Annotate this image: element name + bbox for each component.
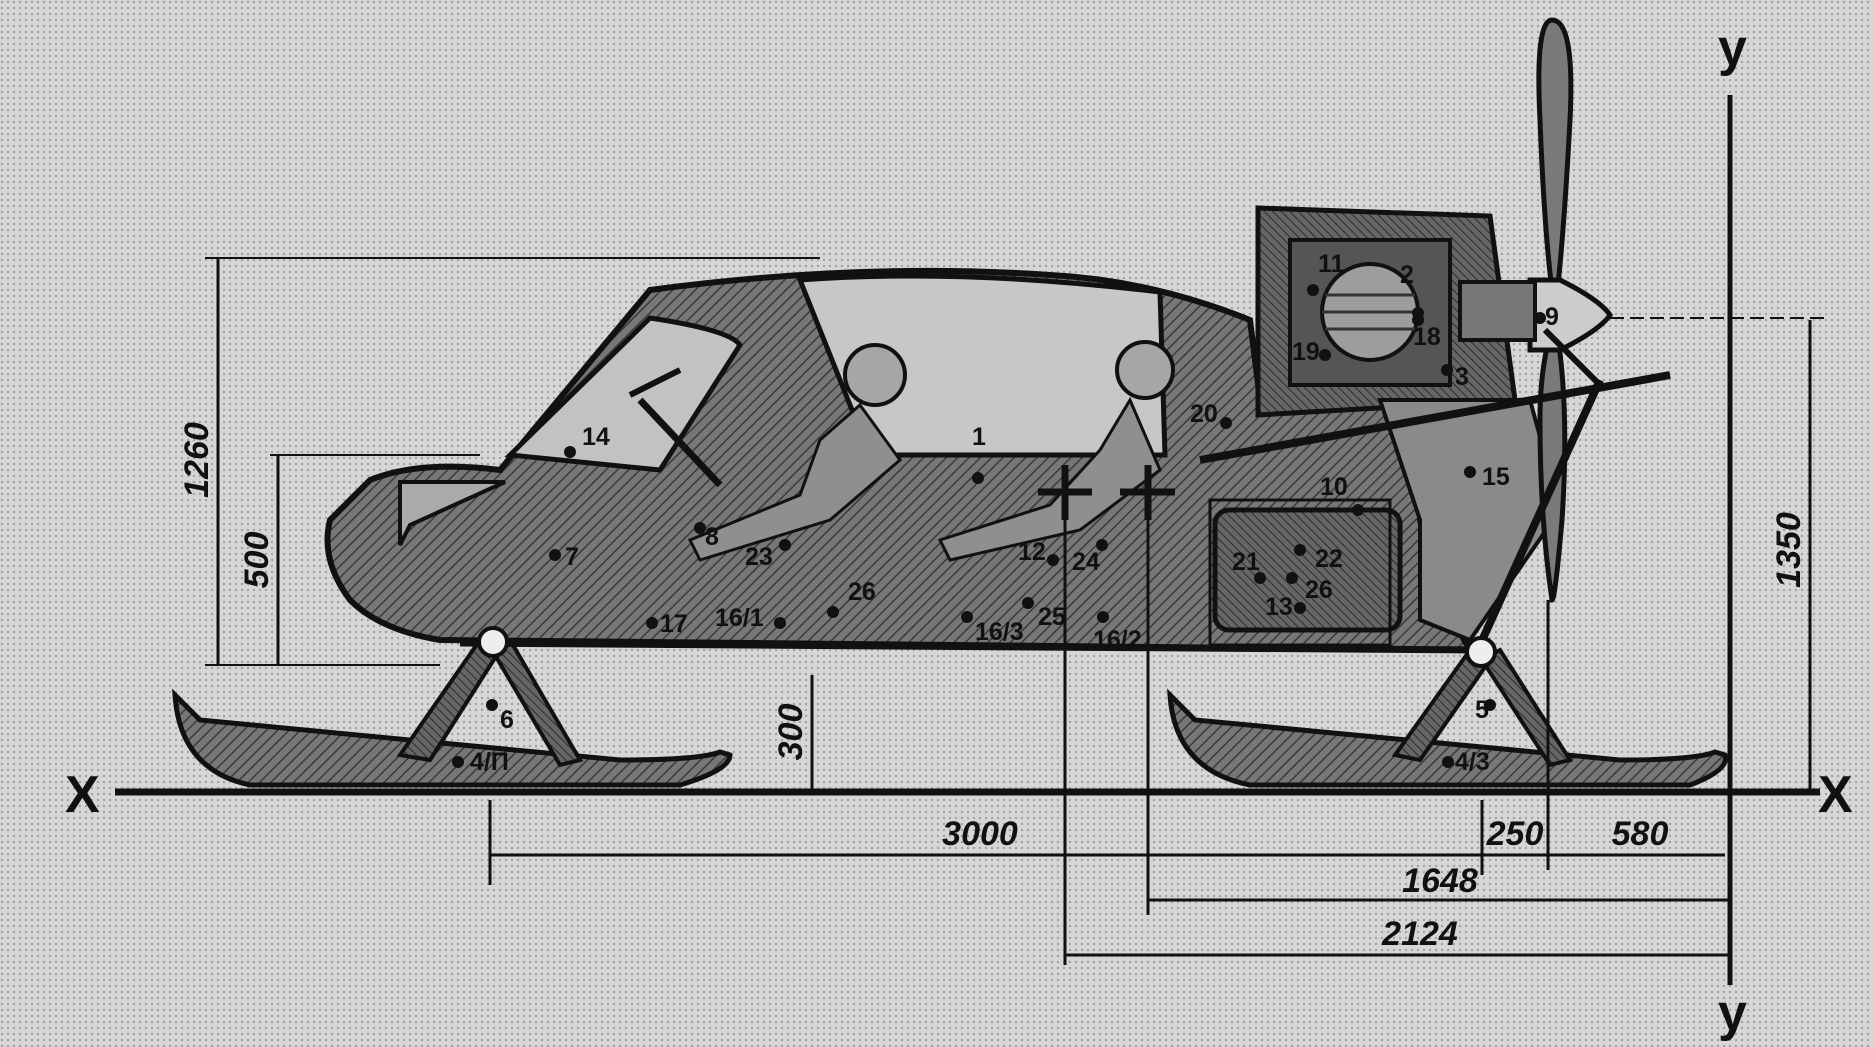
- callout-label-c20: 20: [1190, 400, 1218, 428]
- callout-label-c3: 3: [1455, 363, 1469, 391]
- prop-support-2: [1476, 378, 1604, 647]
- dim-1260-label: 1260: [178, 422, 216, 498]
- propeller-shaft: [1458, 280, 1537, 342]
- dim-3000-label: 3000: [942, 815, 1018, 853]
- driver-head: [843, 343, 907, 407]
- callout-dot-c8: [694, 522, 706, 534]
- callout-dot-c19: [1319, 349, 1331, 361]
- callout-label-c5: 5: [1475, 696, 1489, 724]
- callout-dot-c24: [1096, 539, 1108, 551]
- dim-1648-label: 1648: [1402, 862, 1478, 900]
- callout-dot-c25: [1022, 597, 1034, 609]
- dim-1350-label: 1350: [1770, 512, 1808, 588]
- callout-label-c15: 15: [1482, 463, 1510, 491]
- callout-label-c13: 13: [1265, 593, 1293, 621]
- rear-ski: [1167, 688, 1729, 788]
- callout-dot-c161: [774, 617, 786, 629]
- callout-dot-c43: [1442, 756, 1454, 768]
- callout-label-c17: 17: [660, 610, 688, 638]
- callout-label-c12: 12: [1018, 538, 1046, 566]
- canopy-window: [796, 273, 1168, 458]
- callout-dot-c1: [972, 472, 984, 484]
- cg-marker-front: [1038, 465, 1092, 520]
- steering-wheel: [628, 367, 682, 398]
- callout-label-c23: 23: [745, 543, 773, 571]
- callout-label-c19: 19: [1292, 338, 1320, 366]
- callout-label-c10: 10: [1320, 473, 1348, 501]
- callout-label-c25: 25: [1038, 603, 1066, 631]
- callout-dot-c13: [1294, 602, 1306, 614]
- callout-label-c14: 14: [582, 423, 610, 451]
- callout-dot-c20: [1220, 417, 1232, 429]
- callout-dot-c6: [486, 699, 498, 711]
- callout-label-c162: 16/2: [1093, 626, 1142, 654]
- axis-x-left-label: X: [65, 766, 100, 824]
- dim-2124-label: 2124: [1381, 915, 1458, 953]
- callout-dot-c18: [1412, 314, 1424, 326]
- frame-rail: [459, 639, 1481, 654]
- callout-label-c8: 8: [705, 523, 719, 551]
- callout-dot-c12: [1047, 554, 1059, 566]
- axis-y-bottom-label: y: [1718, 984, 1747, 1042]
- callout-dot-c162: [1097, 611, 1109, 623]
- callout-dot-c7: [549, 549, 561, 561]
- front-ski: [172, 688, 733, 788]
- callout-dot-c17: [646, 617, 658, 629]
- callout-dot-c4p: [452, 756, 464, 768]
- axis-y-top-label: y: [1718, 19, 1747, 77]
- callout-dot-c3: [1441, 364, 1453, 376]
- callout-label-c22: 22: [1315, 545, 1343, 573]
- steering-column: [637, 397, 723, 488]
- dim-580-label: 580: [1612, 815, 1669, 853]
- cg-marker-rear: [1120, 465, 1175, 520]
- callout-label-c7: 7: [565, 543, 579, 571]
- callout-label-c18: 18: [1413, 323, 1441, 351]
- callout-label-c26a: 26: [848, 578, 876, 606]
- rear-bay: [1208, 498, 1392, 647]
- callout-dot-c26b: [1286, 572, 1298, 584]
- callout-label-c9: 9: [1545, 303, 1559, 331]
- dim-300-label: 300: [772, 704, 810, 761]
- callout-label-c24: 24: [1072, 548, 1100, 576]
- callout-dot-c10: [1352, 504, 1364, 516]
- callout-label-c11: 11: [1318, 250, 1345, 278]
- nose-arrow: [398, 480, 506, 546]
- passenger-head: [1115, 340, 1175, 400]
- dim-500-label: 500: [238, 532, 276, 589]
- fuel-tank: [1212, 507, 1403, 633]
- callout-label-c21: 21: [1232, 548, 1260, 576]
- callout-label-c6: 6: [500, 706, 514, 734]
- callout-label-c161: 16/1: [715, 604, 764, 632]
- callout-dot-c21: [1254, 572, 1266, 584]
- callout-label-c163: 16/3: [975, 618, 1024, 646]
- callout-dot-c26a: [827, 606, 839, 618]
- callout-label-c26b: 26: [1305, 576, 1333, 604]
- callout-dot-c5: [1484, 699, 1496, 711]
- prop-support-3: [1542, 327, 1603, 388]
- callout-dot-c23: [779, 539, 791, 551]
- front-pivot: [477, 626, 509, 658]
- callout-label-c1: 1: [972, 423, 986, 451]
- callout-dot-c15: [1464, 466, 1476, 478]
- callout-label-c43: 4/3: [1455, 748, 1490, 776]
- callout-label-c4p: 4/П: [470, 748, 509, 776]
- axis-x-right-label: X: [1818, 766, 1853, 824]
- driver-body: [687, 402, 903, 562]
- callout-dot-c22: [1294, 544, 1306, 556]
- callout-label-c2: 2: [1400, 261, 1414, 289]
- front-windshield: [504, 315, 743, 473]
- dim-250-label: 250: [1486, 815, 1544, 853]
- callout-dot-c163: [961, 611, 973, 623]
- rear-pivot: [1465, 636, 1497, 668]
- callout-dot-c14: [564, 446, 576, 458]
- callout-dot-c11: [1307, 284, 1319, 296]
- callout-dot-c9: [1534, 312, 1546, 324]
